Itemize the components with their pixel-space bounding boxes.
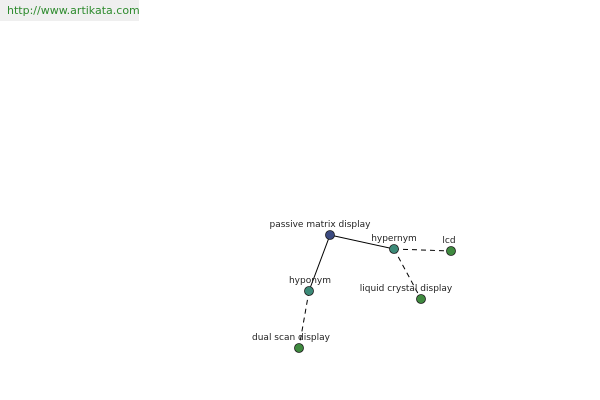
edge-hyponym-dualscan [298, 290, 310, 349]
graph-node-lcd[interactable]: lcd [442, 236, 456, 256]
graph-node-lcdisplay[interactable]: liquid crystal display [360, 284, 453, 304]
nodes-layer: passive matrix display hypernym hyponym lcd… [252, 220, 456, 353]
edges-layer [298, 234, 452, 349]
node-label[interactable]: passive matrix display [270, 220, 372, 230]
graph-node-hyponym[interactable]: hyponym [289, 276, 331, 296]
node-dot[interactable] [304, 286, 314, 296]
node-dot[interactable] [416, 294, 426, 304]
node-label[interactable]: liquid crystal display [360, 284, 453, 294]
edge-root-hypernym [329, 234, 395, 250]
node-label[interactable]: hypernym [371, 234, 417, 244]
graph-node-dualscan[interactable]: dual scan display [252, 333, 331, 353]
node-label[interactable]: lcd [442, 236, 455, 246]
node-dot[interactable] [389, 244, 399, 254]
edge-root-hyponym [308, 234, 331, 292]
graph-node-root[interactable]: passive matrix display [270, 220, 372, 240]
watermark-bar: http://www.artikata.com [0, 0, 140, 21]
node-dot[interactable] [446, 246, 456, 256]
site-url-link[interactable]: http://www.artikata.com [7, 4, 140, 17]
node-label[interactable]: hyponym [289, 276, 331, 286]
edge-hypernym-lcdisplay [393, 248, 422, 300]
node-label[interactable]: dual scan display [252, 333, 331, 343]
graph-node-hypernym[interactable]: hypernym [371, 234, 417, 254]
node-dot[interactable] [325, 230, 335, 240]
node-dot[interactable] [294, 343, 304, 353]
edge-hypernym-lcd [393, 248, 452, 252]
